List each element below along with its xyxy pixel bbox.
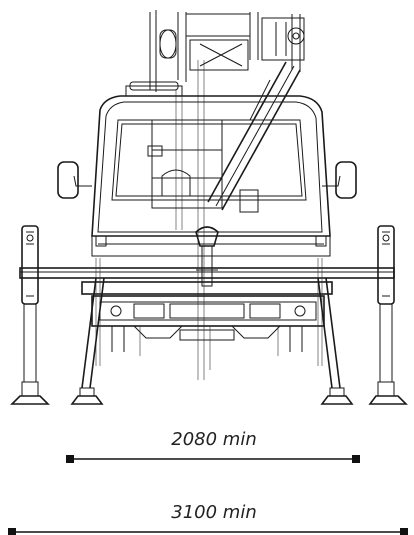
right-outrigger (368, 225, 408, 405)
dimension-inner: 2080 min (66, 429, 360, 463)
dimension-outer-right-tick (400, 528, 408, 535)
chassis (19, 258, 395, 370)
left-outrigger (10, 225, 50, 405)
dimension-inner-right-tick (352, 455, 360, 463)
boom-arm (149, 10, 305, 380)
dimension-outer-label: 3100 min (171, 502, 256, 523)
cab (57, 81, 357, 287)
left-inner-leg (70, 277, 105, 405)
dimension-inner-left-tick (66, 455, 74, 463)
dimension-outer: 3100 min (8, 502, 408, 535)
right-inner-leg (317, 277, 354, 405)
left-mirror (57, 161, 92, 199)
right-mirror (322, 161, 357, 199)
dimension-inner-label: 2080 min (171, 429, 256, 450)
dimension-outer-left-tick (8, 528, 16, 535)
